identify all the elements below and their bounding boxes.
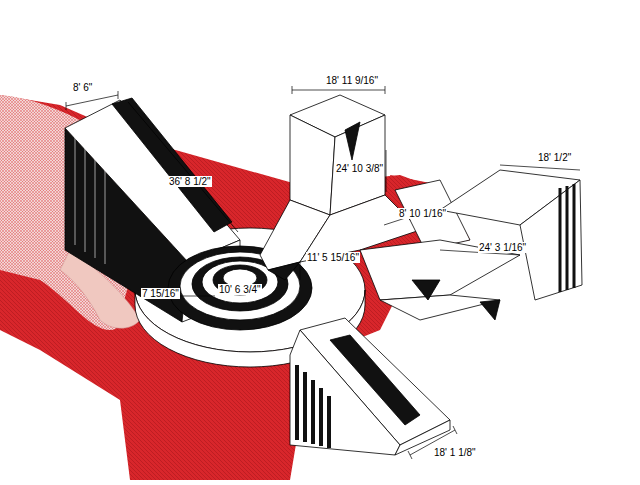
dimension-label: 10' 6 3/4": [218, 284, 262, 295]
dimension-label: 7 15/16": [141, 288, 180, 299]
dimension-label: 36' 8 1/2": [168, 176, 212, 187]
built-forms: [65, 95, 582, 455]
dimension-label: 11' 5 15/16": [306, 252, 360, 263]
dimension-label: 24' 10 3/8": [335, 163, 384, 174]
dimension-label: 18' 11 9/16": [325, 75, 379, 86]
dimension-label: 24' 3 1/16": [478, 242, 527, 253]
dimension-label: 18' 1/2": [537, 152, 572, 163]
dimension-label: 18' 1 1/8": [433, 447, 477, 458]
dimension-lines: [66, 86, 580, 459]
dimension-label: 8' 10 1/16": [398, 208, 447, 219]
dimension-label: 8' 6": [72, 82, 93, 93]
